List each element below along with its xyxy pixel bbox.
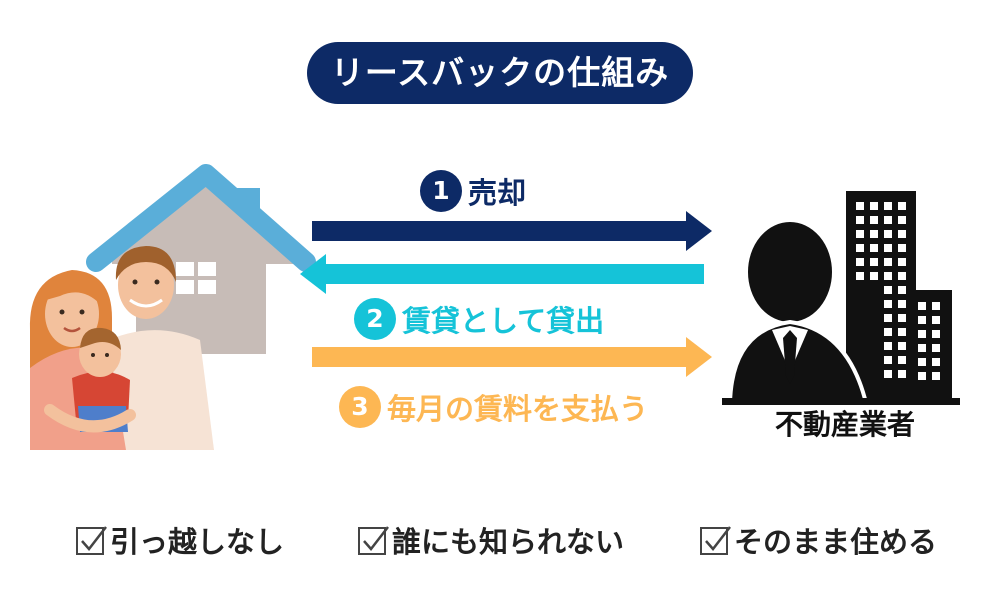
step-2-number: 2: [354, 298, 396, 340]
company-label: 不動産業者: [774, 408, 915, 441]
arrow-rent: [312, 337, 712, 377]
step-1-number: 1: [420, 170, 462, 212]
step-3-rent: 3 毎月の賃料を支払う: [339, 386, 648, 428]
benefit-no-moving: 引っ越しなし: [110, 519, 284, 561]
family-illustration: [29, 246, 214, 450]
arrow-lease: [300, 254, 704, 294]
step-2-label: 賃貸として貸出: [402, 304, 605, 338]
benefit-keep-living: そのまま住める: [734, 519, 937, 561]
benefit-label: そのまま住める: [734, 525, 938, 559]
benefit-label: 引っ越しなし: [110, 525, 285, 559]
step-3-label: 毎月の賃料を支払う: [387, 392, 649, 426]
step-2-lease: 2 賃貸として貸出: [354, 298, 604, 340]
arrow-sale: [312, 211, 712, 251]
checkbox-icon: [700, 526, 731, 555]
step-1-sale: 1 売却: [420, 170, 526, 212]
checkbox-icon: [358, 526, 389, 555]
step-1-label: 売却: [468, 176, 527, 210]
benefit-label: 誰にも知られない: [392, 525, 625, 559]
benefit-private: 誰にも知られない: [392, 519, 624, 561]
step-3-number: 3: [339, 386, 381, 428]
diagram-title: リースバックの仕組み: [307, 42, 693, 104]
real-estate-company-icon: [722, 191, 960, 405]
checkbox-icon: [76, 526, 107, 555]
